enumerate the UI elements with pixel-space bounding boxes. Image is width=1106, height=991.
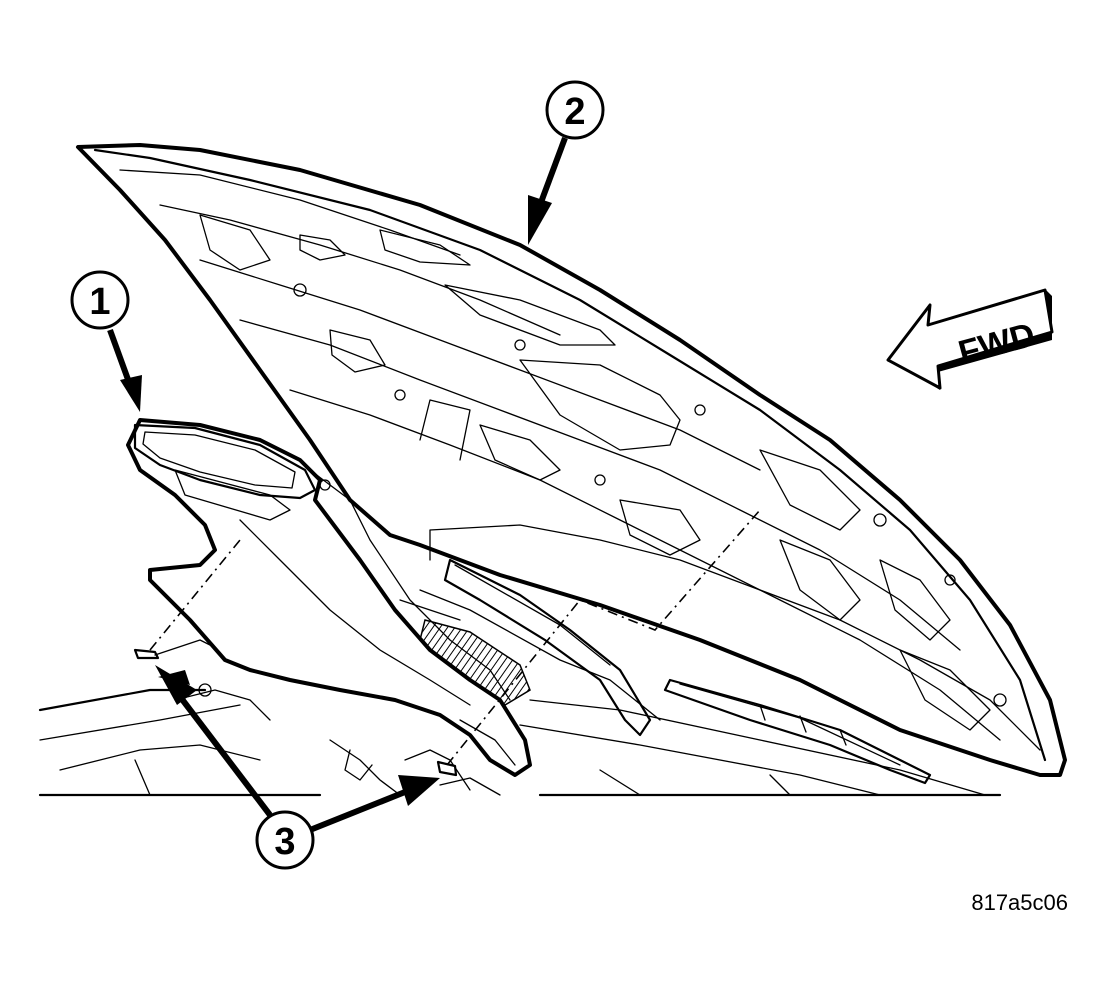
callout-3: 3	[255, 810, 315, 870]
insulator-duct	[126, 418, 532, 777]
forward-direction-arrow: FWD	[886, 288, 1054, 390]
fasteners	[133, 648, 458, 777]
callout-2-label: 2	[564, 91, 585, 133]
callout-2: 2	[545, 80, 605, 140]
callout-1: 1	[70, 270, 130, 330]
alignment-lines	[149, 509, 761, 766]
callout-3-label: 3	[274, 821, 295, 863]
callout-arrows	[107, 136, 568, 833]
figure-id: 817a5c06	[971, 890, 1068, 915]
callout-1-label: 1	[89, 281, 110, 323]
hood-panel	[76, 143, 1067, 777]
